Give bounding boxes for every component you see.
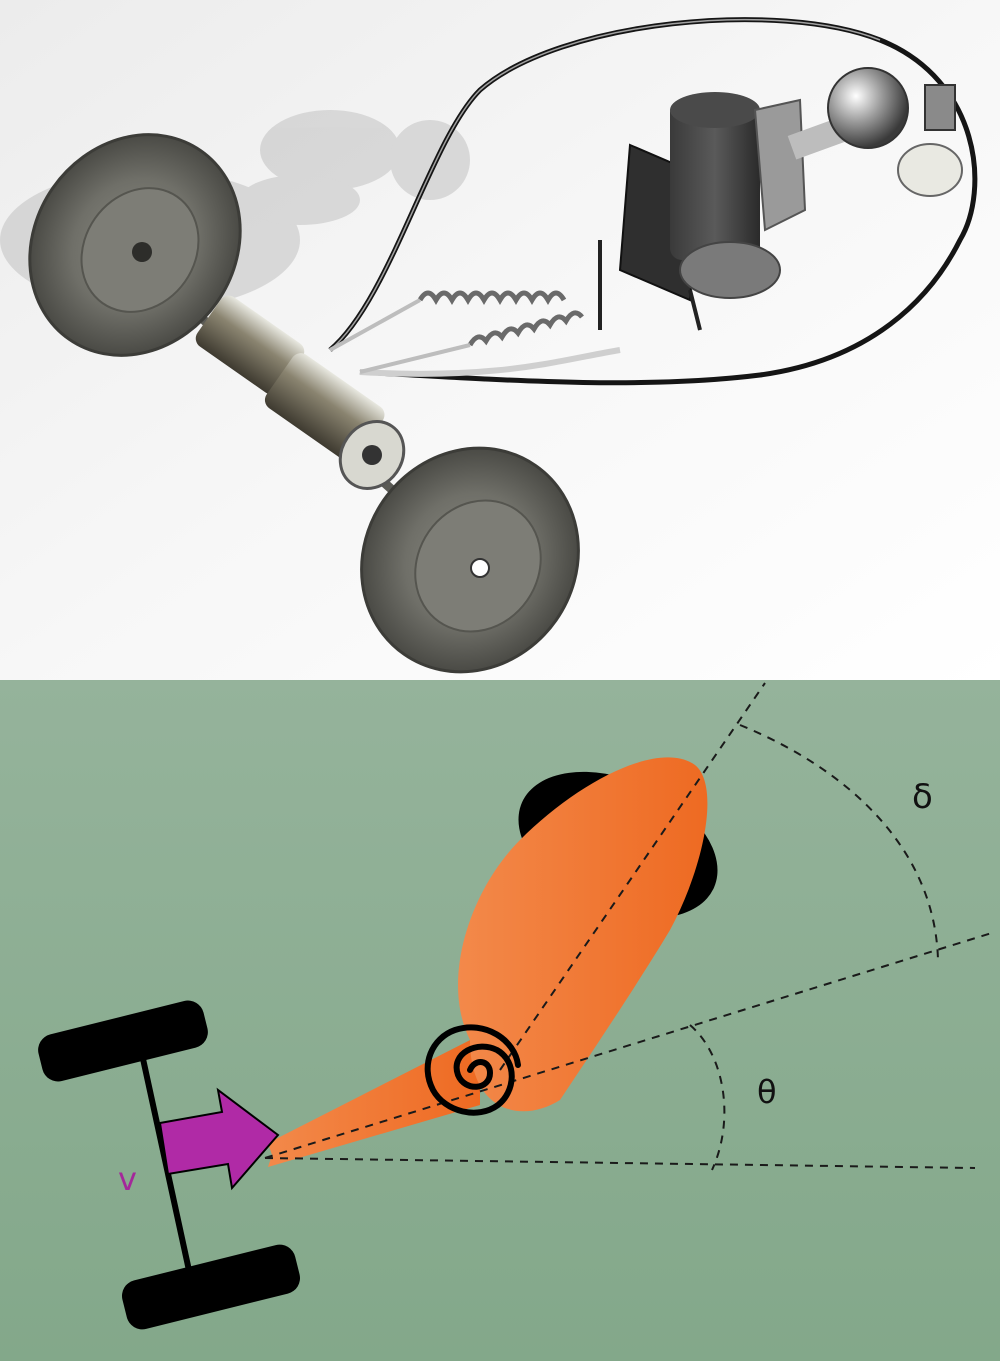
rear-wheel-bottom [121,1244,301,1330]
render-wheel-left [28,133,242,357]
rear-segment-axis [264,931,996,1159]
horizontal-reference-line [264,1157,976,1169]
velocity-arrow-icon [158,1087,280,1191]
reference-lines [264,682,996,1171]
robot-render-panel [0,0,1000,680]
theta-label: θ [757,1073,777,1111]
delta-label: δ [912,777,933,817]
render-hub [195,295,406,490]
render-ball [827,67,963,197]
delta-arc [739,724,939,961]
render-springs [417,290,584,347]
velocity-label: v [118,1160,137,1198]
kinematic-diagram: δ θ v [0,680,1000,1361]
front-body-segment [458,757,708,1112]
theta-arc [689,1024,726,1171]
render-wheel-right [360,446,580,674]
rear-wheel-top [38,1000,208,1082]
robot-render-illustration [0,0,1000,680]
kinematic-diagram-panel: δ θ v [0,680,1000,1361]
front-segment-axis [499,682,766,1071]
render-motor [598,92,853,331]
spiral-spring-icon [424,1024,521,1116]
